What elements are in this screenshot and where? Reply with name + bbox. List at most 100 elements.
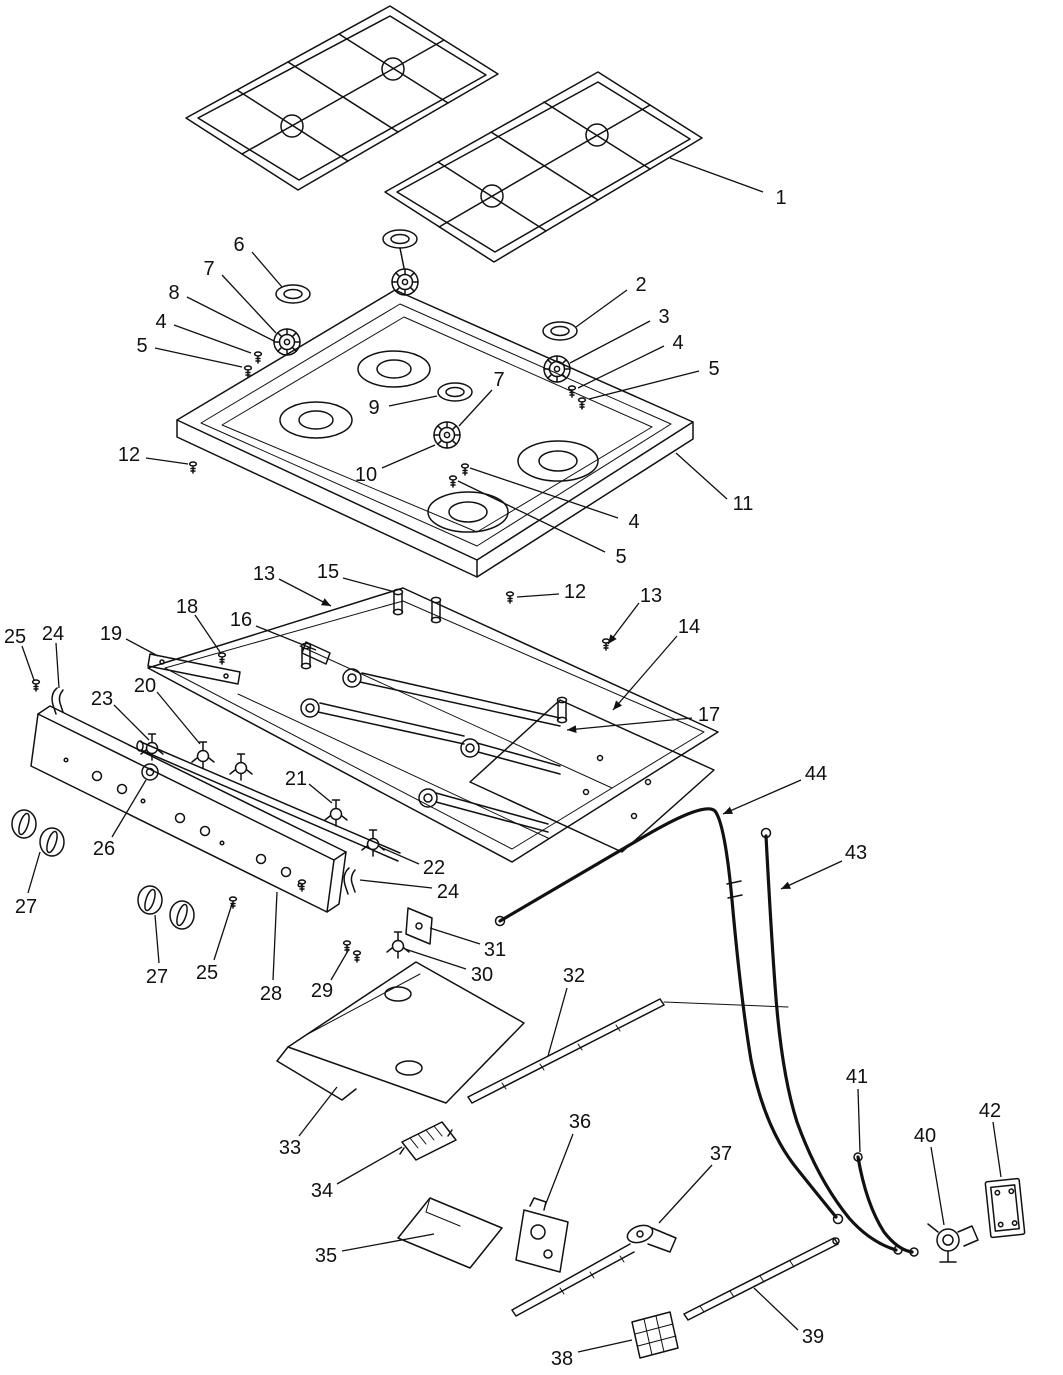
maintop: [176, 289, 694, 578]
leader-arrowhead: [781, 881, 791, 889]
leader-line: [272, 891, 278, 981]
leader-line: [154, 347, 243, 368]
spark-module-34: [399, 1121, 457, 1161]
callout-label: 42: [979, 1100, 1001, 1122]
leader-line: [577, 1339, 633, 1353]
leader-line: [930, 1146, 945, 1226]
gas-pipe-41: [853, 1152, 919, 1257]
leader-line: [675, 452, 728, 500]
callout-label: 40: [914, 1125, 936, 1147]
callout-label: 11: [733, 493, 754, 515]
leader-line: [186, 296, 275, 342]
leader-line: [388, 395, 438, 407]
gas-manifold: [136, 740, 401, 862]
callout-label: 16: [230, 609, 252, 631]
control-knob: [11, 809, 195, 930]
leader-line: [154, 914, 160, 964]
callout-label: 27: [15, 896, 37, 918]
callout-label: 23: [91, 688, 113, 710]
burner-grate-right: [384, 71, 703, 263]
callout-label: 4: [628, 511, 639, 533]
leader-line: [753, 1287, 799, 1331]
callout-label: 17: [698, 704, 720, 726]
callout-label: 7: [493, 369, 504, 391]
leader-arrowhead: [567, 725, 577, 733]
leader-line: [55, 642, 60, 689]
callout-label: 31: [484, 939, 506, 961]
callout-label: 44: [805, 763, 827, 785]
leader-arrowhead: [321, 598, 331, 606]
callout-label: 5: [136, 335, 147, 357]
flash-tube-39: [683, 1237, 840, 1321]
burner-tube-32: [467, 998, 789, 1104]
callout-label: 36: [569, 1111, 591, 1133]
leader-line: [342, 577, 396, 593]
leader-line: [566, 717, 693, 731]
igniter-37: [511, 1224, 677, 1317]
leader-line: [458, 389, 493, 427]
leader-line: [575, 289, 628, 328]
callout-label: 12: [118, 444, 140, 466]
callout-label: 25: [4, 626, 26, 648]
leader-line: [336, 1146, 403, 1185]
gas-pipe-44: [494, 807, 844, 1225]
callout-label: 21: [285, 768, 307, 790]
leader-arrowhead: [608, 634, 617, 644]
callout-label: 13: [253, 563, 275, 585]
leader-line: [404, 948, 467, 970]
valve-bracket: [405, 907, 433, 945]
leader-line: [857, 1088, 861, 1153]
leader-line: [516, 593, 560, 598]
leader-line: [111, 779, 147, 838]
leader-line: [780, 860, 843, 890]
callout-label: 14: [678, 616, 700, 638]
manifold-bracket: [147, 653, 241, 685]
leader-line: [298, 1086, 338, 1137]
leader-line: [341, 1233, 435, 1252]
leader-line: [457, 480, 606, 553]
callout-label: 7: [203, 258, 214, 280]
callout-label: 32: [563, 965, 585, 987]
callout-label: 4: [672, 332, 683, 354]
chassis-frame: [147, 587, 719, 863]
callout-label: 24: [42, 623, 64, 645]
leader-line: [330, 948, 350, 981]
leader-line: [27, 851, 41, 894]
leader-arrowhead: [613, 700, 622, 710]
leader-line: [145, 457, 189, 465]
leader-line: [612, 635, 678, 711]
callout-label: 20: [134, 675, 156, 697]
leader-line: [173, 324, 252, 354]
switch-box-36: [515, 1197, 569, 1273]
callout-label: 38: [551, 1348, 573, 1370]
callout-label: 8: [168, 282, 179, 304]
burner-ring: [279, 350, 599, 533]
callout-label: 37: [710, 1143, 732, 1165]
callout-label: 6: [233, 234, 244, 256]
leader-line: [992, 1121, 1002, 1178]
leader-line: [221, 274, 277, 334]
callout-label: 29: [311, 980, 333, 1002]
leader-line: [429, 927, 481, 945]
leader-line: [577, 345, 665, 389]
callout-label: 41: [846, 1066, 868, 1088]
callout-label: 26: [93, 838, 115, 860]
callout-label: 15: [317, 561, 339, 583]
callout-label: 19: [100, 623, 122, 645]
leader-line: [359, 879, 433, 889]
frame-side-deck: [469, 699, 715, 853]
leader-line: [213, 903, 233, 961]
control-panel: [30, 705, 347, 913]
leader-line: [547, 987, 568, 1057]
leader-line: [278, 578, 332, 607]
callout-label: 22: [423, 857, 445, 879]
pressure-regulator-40: [927, 1223, 979, 1263]
callout-label: 12: [564, 581, 586, 603]
callout-label: 2: [635, 274, 646, 296]
leader-line: [113, 704, 150, 741]
callout-label: 39: [802, 1326, 824, 1348]
leader-line: [469, 467, 619, 519]
